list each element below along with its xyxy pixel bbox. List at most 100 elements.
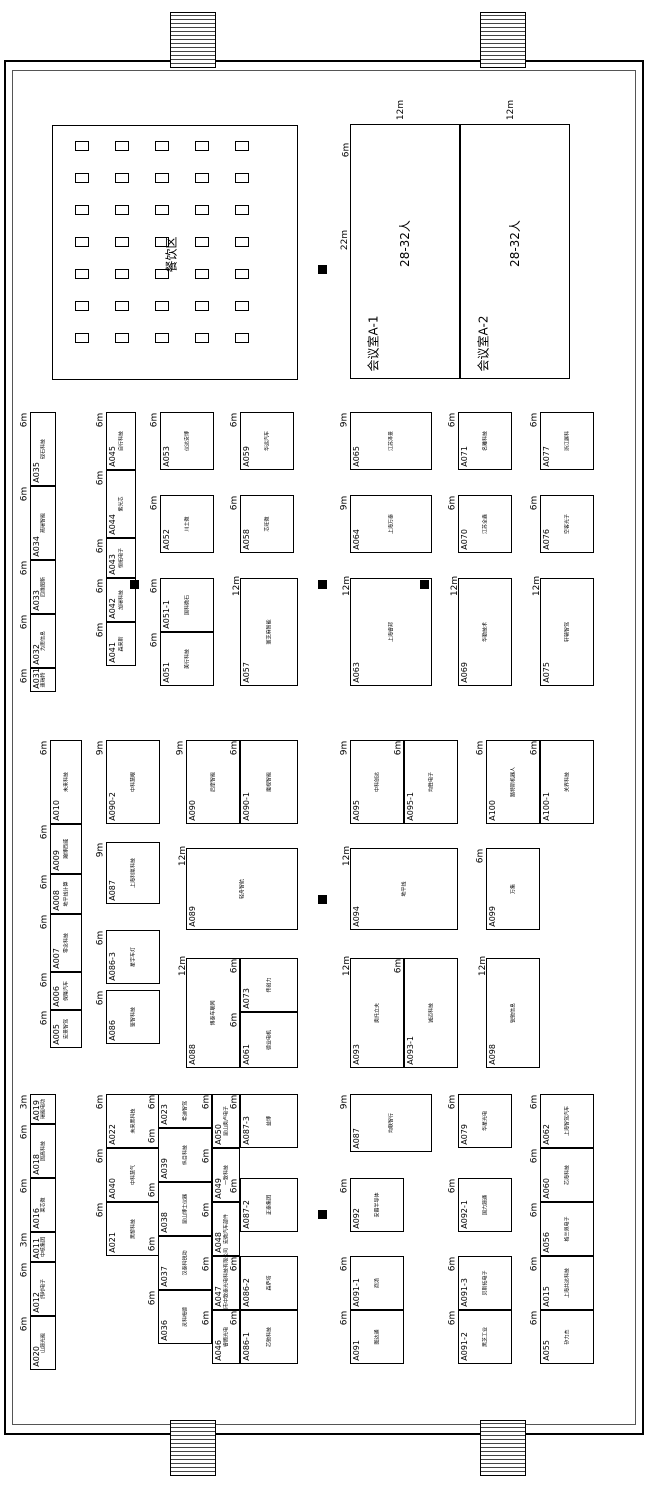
booth-exhibitor: 昆山奥卢电子 [223,1105,230,1137]
booth-size: 6m [229,1094,240,1110]
dining-table [115,141,129,151]
booth-exhibitor: 上海共达科技 [564,1267,571,1299]
booth-size: 6m [201,1094,212,1110]
booth-size: 6m [529,495,540,511]
booth-exhibitor: 地平线 [401,881,408,897]
dining-table [115,205,129,215]
booth-exhibitor: 宏景智驾 [63,1018,70,1040]
booth-size: 6m [229,1012,240,1028]
stair-bottom-right [480,1420,526,1476]
booth-size: 6m [19,560,30,576]
booth-exhibitor: 上海万泰 [388,513,395,535]
booth-code: A094 [352,906,361,927]
dining-table [235,269,249,279]
